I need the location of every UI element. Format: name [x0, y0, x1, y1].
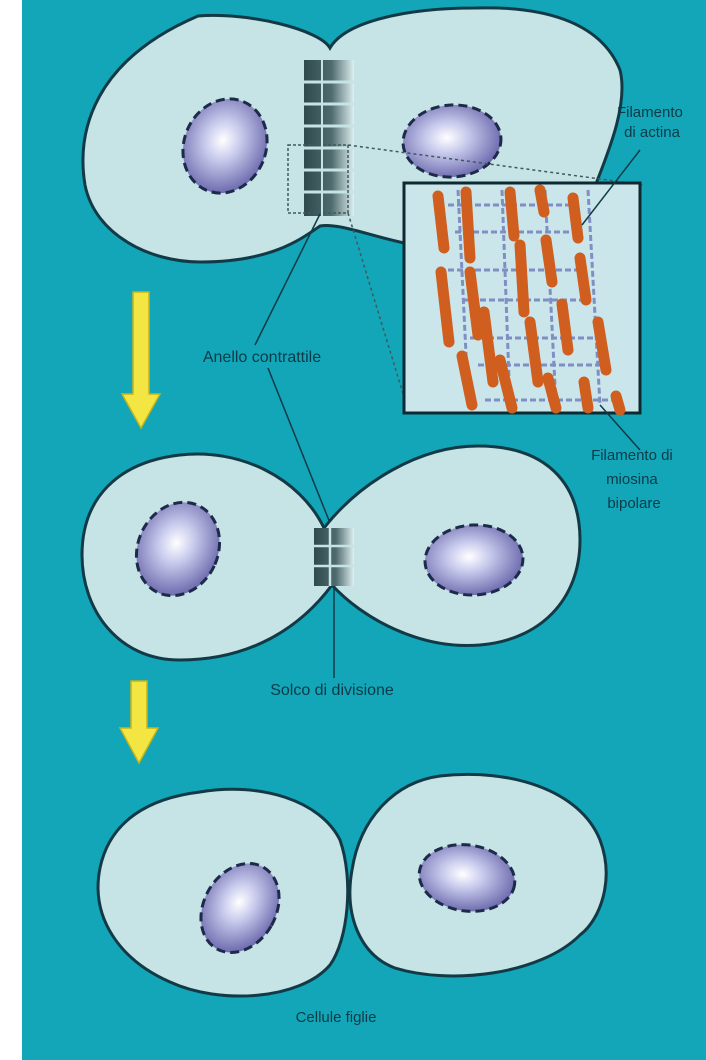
contractile-ring-label: Anello contrattile — [203, 349, 321, 366]
contractile-ring-band — [304, 60, 354, 216]
contractile-ring-furrow — [314, 528, 354, 586]
filament-detail-inset — [404, 183, 640, 413]
daughter-cells-label: Cellule figlie — [296, 1009, 377, 1026]
division-furrow-label: Solco di divisione — [270, 682, 394, 699]
